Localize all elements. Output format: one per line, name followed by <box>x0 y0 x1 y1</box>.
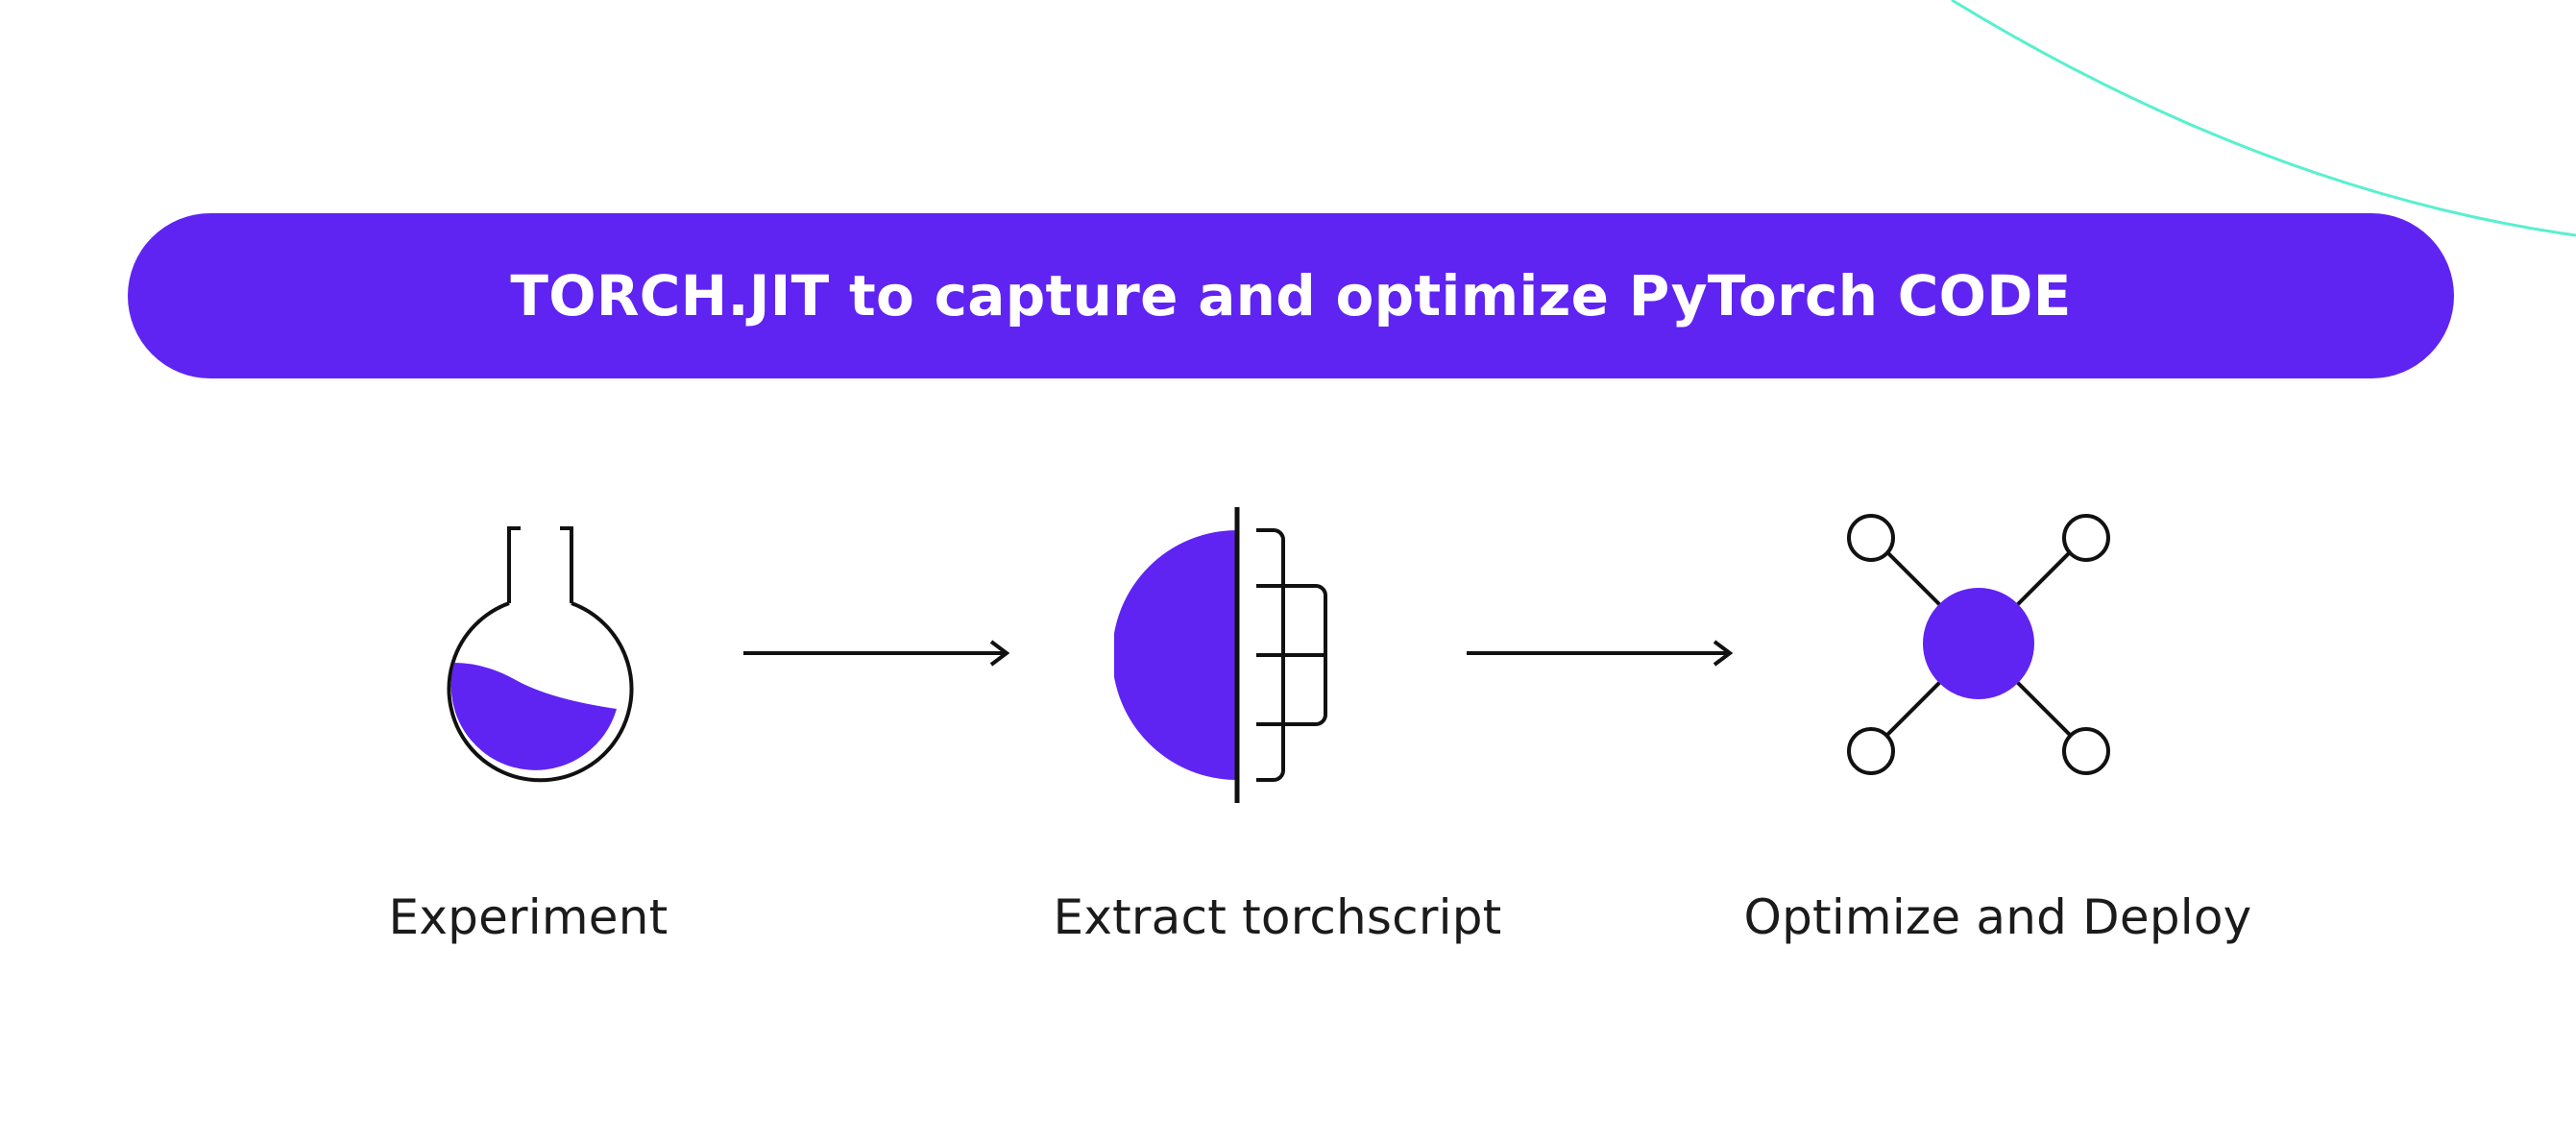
arrow-right-icon <box>1467 640 1734 667</box>
network-icon <box>1847 514 2110 775</box>
flask-icon <box>447 526 634 783</box>
banner-title: TORCH.JIT to capture and optimize PyTorc… <box>510 263 2072 328</box>
decorative-arc <box>1951 0 2576 237</box>
step-label-optimize-and-deploy: Optimize and Deploy <box>1743 889 2252 945</box>
title-banner: TORCH.JIT to capture and optimize PyTorc… <box>128 213 2454 378</box>
step-label-experiment: Experiment <box>388 889 668 945</box>
arrow-right-icon <box>743 640 1010 667</box>
torchscript-icon <box>1114 507 1327 803</box>
step-label-extract-torchscript: Extract torchscript <box>1053 889 1502 945</box>
